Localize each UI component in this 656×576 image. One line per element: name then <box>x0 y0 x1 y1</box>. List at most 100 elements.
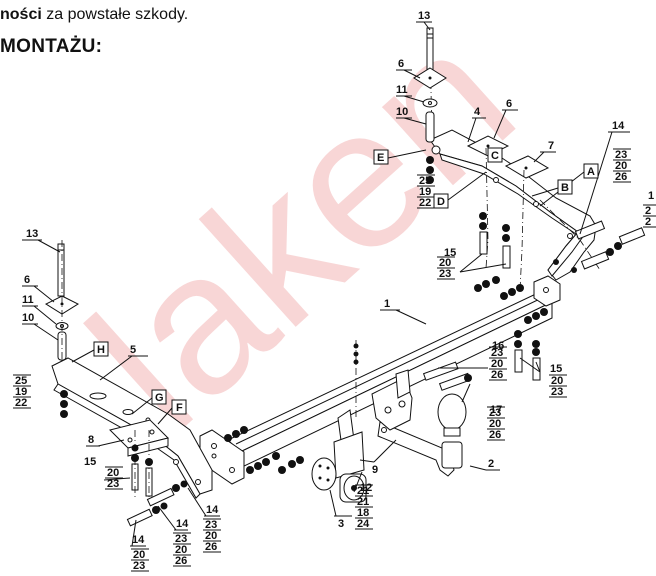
marker-e: E <box>373 149 427 165</box>
letter-markers: A B C D E F G H <box>71 147 599 425</box>
callout-15-right-low: 15 <box>550 363 562 375</box>
stack-number: 23 <box>551 386 563 398</box>
stack-number: 22 <box>15 397 27 409</box>
callout-6-left: 6 <box>24 274 30 286</box>
stack-number: 26 <box>489 429 501 441</box>
stack-number: 23 <box>491 347 503 359</box>
stack-number: 23 <box>175 533 187 545</box>
callout-3: 3 <box>338 518 344 530</box>
callout-11-left: 11 <box>22 294 34 306</box>
svg-text:G: G <box>155 392 164 404</box>
callout-1: 1 <box>384 298 390 310</box>
stack-number: 22 <box>419 197 431 209</box>
socket-bracket <box>333 340 365 479</box>
callout-labels: 13 6 11 10 4 6 7 14 1 13 6 11 10 5 1 8 1… <box>22 10 654 546</box>
callout-14-low-center: 14 <box>176 518 189 530</box>
callout-4: 4 <box>474 106 481 118</box>
svg-text:B: B <box>561 182 569 194</box>
callout-14-low-left: 14 <box>132 534 145 546</box>
stack-number: 20 <box>491 358 503 370</box>
stack-number: 20 <box>551 375 563 387</box>
stack-number: 25 <box>419 175 431 187</box>
marker-h: H <box>71 341 109 363</box>
right-lower-bolts <box>514 330 541 381</box>
stack-number: 23 <box>107 478 119 490</box>
left-side-arm <box>51 357 213 499</box>
header-line-1: ności za powstałe szkody. <box>0 6 188 24</box>
stack-number: 23 <box>489 407 501 419</box>
stack-number: 25 <box>15 375 27 387</box>
stack-number: 20 <box>133 549 145 561</box>
stack-number: 20 <box>175 544 187 556</box>
svg-text:C: C <box>491 150 499 162</box>
hitch-bolts <box>422 361 472 391</box>
hitch-bracket <box>371 369 413 431</box>
svg-text:F: F <box>176 402 183 414</box>
right-side-arm <box>429 129 597 281</box>
callout-1-edge: 1 <box>648 190 654 202</box>
marker-g: G <box>131 389 167 415</box>
left-lower-bolts <box>126 430 188 527</box>
number-stack-s3: 22 <box>643 204 656 228</box>
callout-10-left: 10 <box>22 312 34 324</box>
stack-number: 2 <box>645 216 651 228</box>
stack-number: 26 <box>615 171 627 183</box>
callout-9: 9 <box>372 464 378 476</box>
stack-number: 20 <box>107 467 119 479</box>
callout-13-top: 13 <box>418 10 430 22</box>
callout-15-right-mid: 15 <box>444 247 456 259</box>
callout-7: 7 <box>548 140 554 152</box>
right-side-bolts <box>553 220 646 273</box>
callout-16: 16 <box>492 340 504 352</box>
callout-8: 8 <box>88 434 94 446</box>
top-right-bolt-stack <box>413 27 447 184</box>
callout-14-right: 14 <box>612 120 625 132</box>
stack-number: 20 <box>615 160 627 172</box>
stack-number: 24 <box>357 518 370 530</box>
left-plate-nuts <box>224 426 304 474</box>
marker-d: D <box>433 171 487 209</box>
stack-number: 18 <box>357 507 369 519</box>
callout-6-right: 6 <box>506 98 512 110</box>
stack-number: 2 <box>645 205 651 217</box>
svg-text:D: D <box>437 196 445 208</box>
marker-f: F <box>157 399 187 425</box>
header-line-1-bold: ności <box>0 6 42 23</box>
left-bracket <box>109 419 169 457</box>
stack-number: 19 <box>419 186 431 198</box>
stack-number: 20 <box>205 530 217 542</box>
callout-11-top: 11 <box>396 84 408 96</box>
stack-number: 20 <box>489 418 501 430</box>
tow-ball-neck <box>377 393 467 477</box>
right-mid-bolts <box>479 212 511 269</box>
svg-text:E: E <box>377 152 384 164</box>
callout-leader-lines <box>22 21 630 547</box>
stack-number: 23 <box>133 560 145 572</box>
stack-number: 20 <box>439 257 451 269</box>
svg-text:H: H <box>97 344 105 356</box>
stack-number: 23 <box>615 149 627 161</box>
svg-text:A: A <box>587 166 595 178</box>
stack-number: 26 <box>205 541 217 553</box>
callout-14-low-mid: 14 <box>206 504 219 516</box>
callout-5: 5 <box>130 344 136 356</box>
left-nut-stack <box>60 390 68 418</box>
right-end-plate <box>533 275 561 307</box>
stack-number: 21 <box>357 496 369 508</box>
callout-2: 2 <box>488 458 494 470</box>
stack-number: 19 <box>15 386 27 398</box>
